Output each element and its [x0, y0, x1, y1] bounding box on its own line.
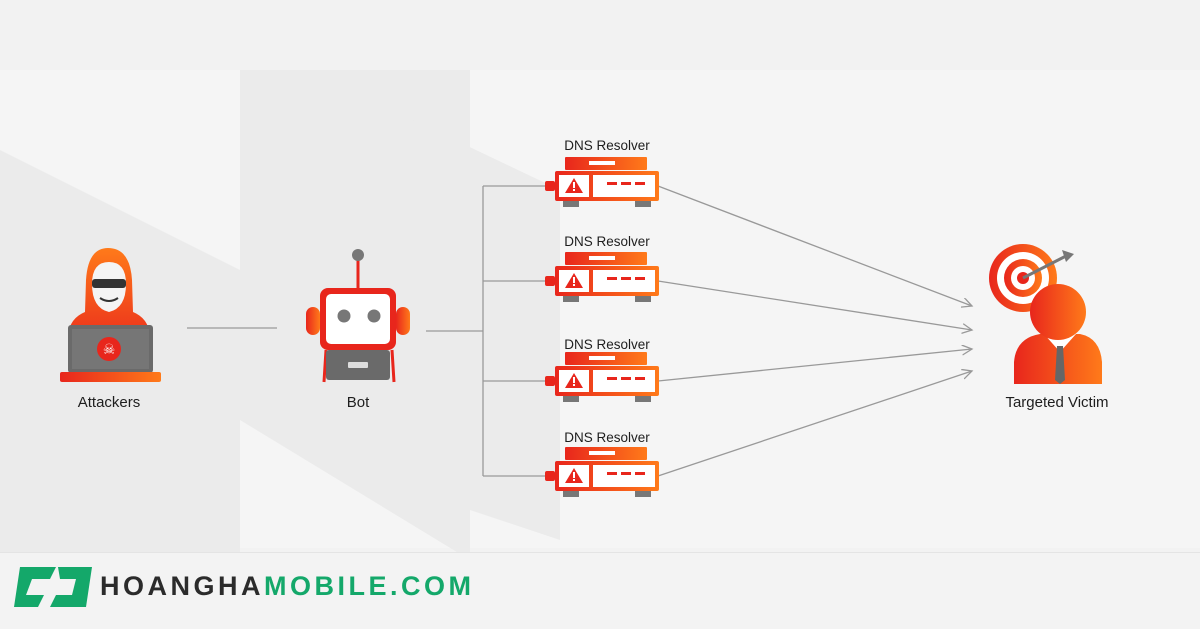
- bot-label: Bot: [346, 394, 370, 411]
- svg-text:☠: ☠: [103, 342, 116, 358]
- brand-footer: HOANGHAMOBILE.COM: [0, 552, 1200, 629]
- dns-resolver-label-4: DNS Resolver: [564, 430, 650, 445]
- brand-wordmark: HOANGHAMOBILE.COM: [100, 571, 475, 602]
- dns-resolver-label-3: DNS Resolver: [564, 337, 650, 352]
- victim-target-icon: [989, 244, 1102, 384]
- dns-server-icon-2: [545, 252, 659, 302]
- targeted-victim-label: Targeted Victim: [1005, 394, 1109, 411]
- attack-arrows: [657, 185, 972, 477]
- dns-server-icon-4: [545, 447, 659, 497]
- brand-name-part1: HOANGHA: [100, 571, 264, 601]
- robot-icon: [306, 249, 410, 383]
- dns-server-icon-3: [545, 352, 659, 402]
- dns-server-icon-1: [545, 157, 659, 207]
- hacker-icon: ☠: [60, 248, 161, 382]
- dns-resolver-label-1: DNS Resolver: [564, 138, 650, 153]
- attackers-label: Attackers: [77, 394, 141, 411]
- brand-logo-icon: [14, 567, 92, 607]
- connector-lines: [187, 185, 550, 477]
- brand-name-part2: MOBILE.COM: [264, 571, 475, 601]
- dns-resolver-label-2: DNS Resolver: [564, 234, 650, 249]
